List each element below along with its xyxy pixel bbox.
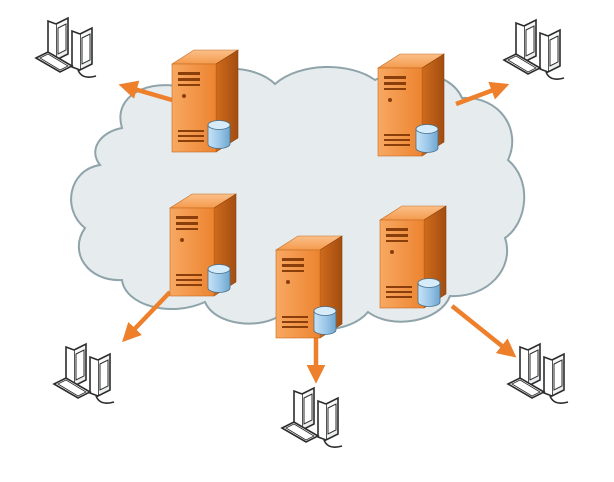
server-bottom-right <box>379 205 447 309</box>
desktop-computer-icon <box>35 17 97 78</box>
database-cylinder-icon <box>207 120 231 149</box>
database-cylinder-icon <box>313 306 337 335</box>
server-bottom-center <box>275 235 343 339</box>
arrow-to-client-top-right <box>455 81 510 107</box>
arrow-to-client-top-left <box>118 80 173 103</box>
client-top-left <box>35 17 97 78</box>
arrow-to-client-bottom-right <box>450 304 517 358</box>
client-top-right <box>503 19 565 80</box>
database-cylinder-icon <box>415 124 439 153</box>
desktop-computer-icon <box>503 19 565 80</box>
arrow-to-client-bottom-left <box>122 290 172 343</box>
desktop-computer-icon <box>507 343 569 404</box>
client-bottom-center <box>281 387 343 448</box>
desktop-computer-icon <box>281 387 343 448</box>
connection-arrows <box>118 80 517 384</box>
database-cylinder-icon <box>207 264 231 293</box>
desktop-computer-icon <box>53 343 115 404</box>
client-bottom-left <box>53 343 115 404</box>
server-middle-left <box>169 193 237 297</box>
client-bottom-right <box>507 343 569 404</box>
server-top-right <box>377 53 445 157</box>
database-cylinder-icon <box>417 278 441 307</box>
server-top-left <box>171 49 239 153</box>
